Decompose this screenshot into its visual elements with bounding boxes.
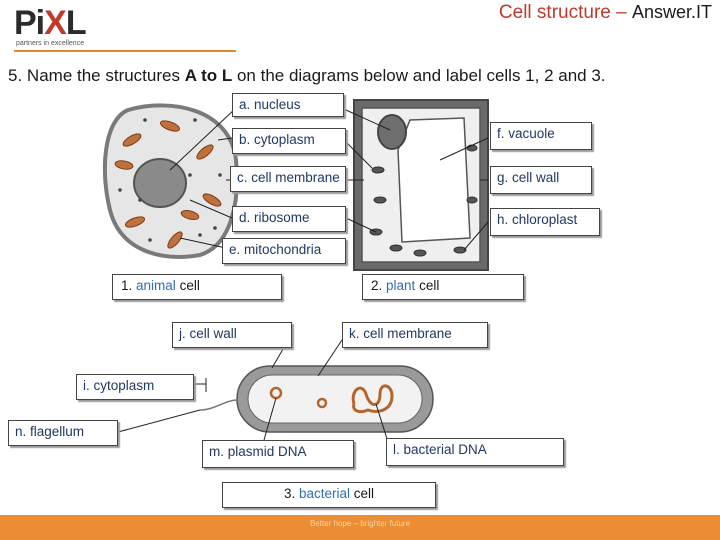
footer-slogan: Better hope – brighter future (309, 519, 411, 528)
label-e-mitochondria: e. mitochondria (222, 238, 346, 264)
bacterial-cell-diagram (199, 365, 434, 433)
label-j-cell-wall: j. cell wall (172, 322, 292, 348)
question-text: 5. Name the structures A to L on the dia… (8, 66, 606, 85)
label-f-vacuole: f. vacuole (490, 122, 592, 150)
footer-bar (0, 515, 720, 540)
label-l-bacterial-dna: l. bacterial DNA (386, 438, 564, 466)
logo-divider (14, 50, 236, 52)
plant-cell-diagram (353, 99, 489, 271)
label-h-chloroplast: h. chloroplast (490, 208, 600, 236)
label-i-cytoplasm: i. cytoplasm (76, 374, 194, 400)
label-n-flagellum: n. flagellum (8, 420, 118, 446)
cell-label-3: 3. bacterial cell (222, 482, 436, 508)
cell-label-2: 2. plant cell (362, 274, 524, 300)
label-m-plasmid-dna: m. plasmid DNA (202, 440, 354, 468)
cell-label-1: 1. animal cell (112, 274, 282, 300)
logo-tagline: partners in excellence (16, 40, 85, 47)
pixl-logo: PiXL (14, 4, 87, 42)
label-a-nucleus: a. nucleus (232, 93, 344, 117)
label-g-cell-wall: g. cell wall (490, 166, 592, 194)
label-pointer-lines (117, 107, 489, 443)
page-title: Cell structure – Answer.IT (498, 2, 712, 23)
label-b-cytoplasm: b. cytoplasm (232, 128, 346, 154)
label-k-cell-membrane: k. cell membrane (342, 322, 488, 348)
label-d-ribosome: d. ribosome (232, 206, 346, 232)
animal-cell-diagram (102, 103, 239, 259)
label-c-cell-membrane: c. cell membrane (230, 166, 346, 192)
